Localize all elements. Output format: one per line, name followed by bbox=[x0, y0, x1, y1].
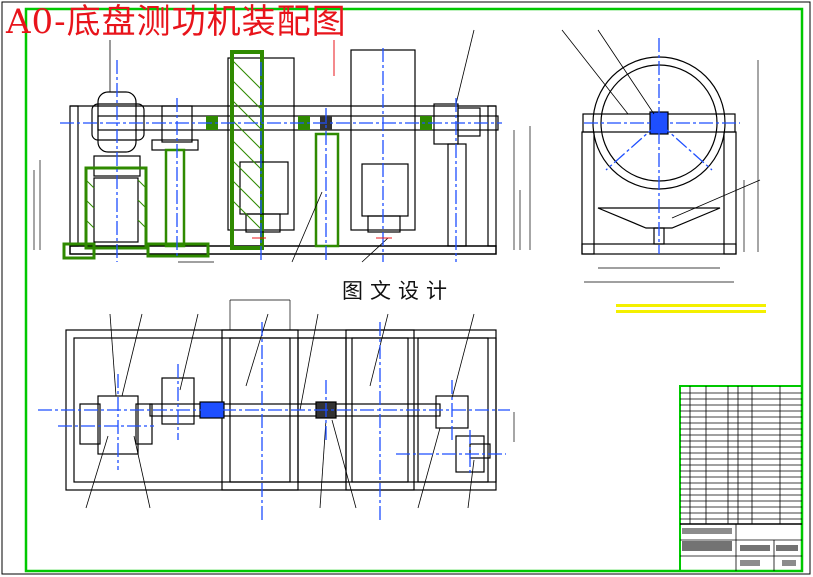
front-centerlines bbox=[60, 48, 502, 262]
front-base-frame bbox=[69, 245, 497, 255]
side-stand bbox=[581, 131, 595, 255]
drawing-title: A0-底盘测功机装配图 bbox=[6, 2, 347, 42]
top-view bbox=[65, 299, 515, 509]
note-line bbox=[616, 310, 766, 313]
top-centerlines bbox=[38, 322, 510, 522]
technical-requirements-note bbox=[616, 301, 776, 317]
front-hatching bbox=[85, 59, 263, 231]
sheet-inner-frame bbox=[24, 7, 804, 573]
front-red-marks bbox=[252, 40, 392, 239]
side-view bbox=[561, 29, 761, 283]
watermark-text: 图文设计 bbox=[342, 279, 454, 303]
title-block bbox=[679, 385, 803, 572]
note-line bbox=[616, 304, 766, 307]
side-centerlines bbox=[584, 38, 740, 254]
